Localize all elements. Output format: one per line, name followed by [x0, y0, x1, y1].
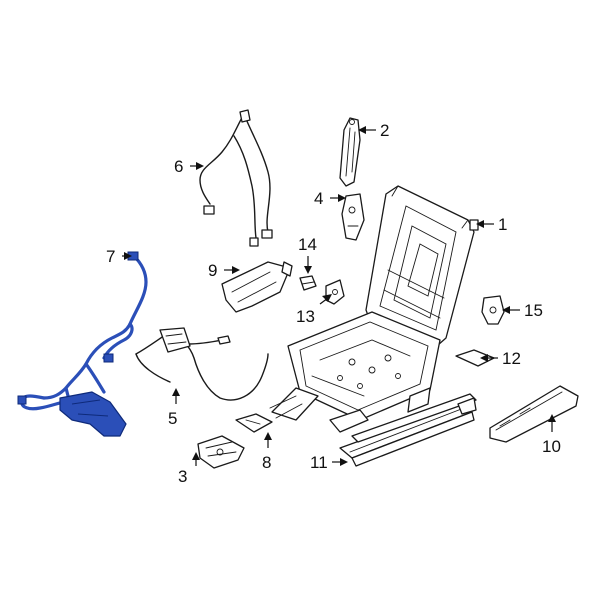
callout-2-label: 2 — [380, 121, 389, 140]
callout-3: 3 — [178, 452, 200, 486]
callout-2: 2 — [358, 121, 389, 140]
part-7-harness-highlighted[interactable] — [17, 251, 148, 437]
callout-15-label: 15 — [524, 301, 543, 320]
part-9-side-shield[interactable] — [221, 261, 293, 313]
callout-1: 1 — [476, 215, 507, 234]
callout-4-label: 4 — [314, 189, 323, 208]
callout-11-label: 11 — [310, 453, 328, 472]
part-6-harness[interactable] — [199, 109, 273, 247]
callout-9: 9 — [208, 261, 240, 280]
callout-13: 13 — [296, 294, 332, 326]
callout-4: 4 — [314, 189, 346, 208]
callout-10: 10 — [542, 414, 561, 456]
callout-7: 7 — [106, 247, 132, 266]
callout-14-label: 14 — [298, 235, 317, 254]
callout-13-label: 13 — [296, 307, 315, 326]
part-8-module[interactable] — [235, 413, 273, 433]
part-10-trim[interactable] — [489, 385, 579, 443]
part-3-actuator[interactable] — [197, 435, 245, 469]
callout-6-label: 6 — [174, 157, 183, 176]
callout-10-label: 10 — [542, 437, 561, 456]
callout-3-label: 3 — [178, 467, 187, 486]
callout-11: 11 — [310, 453, 348, 472]
callout-8-label: 8 — [262, 453, 271, 472]
seat-cushion-frame — [269, 311, 441, 433]
part-14-clip[interactable] — [299, 275, 317, 291]
callout-6: 6 — [174, 157, 204, 176]
callout-12-label: 12 — [502, 349, 521, 368]
callout-14: 14 — [298, 235, 317, 274]
callout-7-label: 7 — [106, 247, 115, 266]
callout-1-label: 1 — [498, 215, 507, 234]
part-5-cable[interactable] — [135, 327, 269, 401]
callout-9-label: 9 — [208, 261, 217, 280]
callout-5-label: 5 — [168, 409, 177, 428]
callout-15: 15 — [502, 301, 543, 320]
part-11-rail[interactable] — [339, 393, 477, 467]
part-4-recliner[interactable] — [341, 193, 365, 241]
callout-12: 12 — [480, 349, 521, 368]
callout-5: 5 — [168, 388, 180, 428]
callout-8: 8 — [262, 432, 272, 472]
part-15-bracket[interactable] — [481, 295, 505, 325]
part-2-bracket[interactable] — [339, 117, 361, 187]
